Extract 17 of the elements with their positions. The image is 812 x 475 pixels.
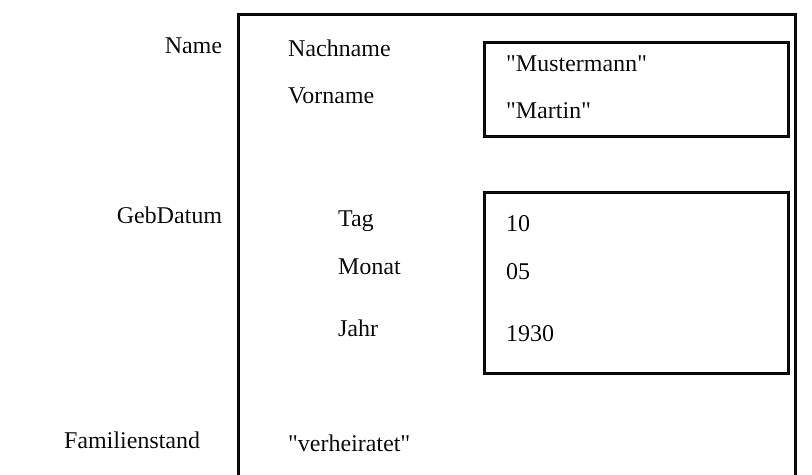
field-label: Familienstand — [64, 427, 200, 455]
record-frame — [237, 13, 797, 475]
field-name: Nachname — [288, 35, 391, 63]
field-name: Jahr — [338, 315, 378, 343]
field-label: GebDatum — [116, 202, 222, 230]
field-name: Monat — [338, 253, 401, 281]
field-value: "Martin" — [506, 97, 591, 125]
value-box — [483, 41, 790, 138]
field-name: "verheiratet" — [288, 430, 410, 458]
field-value: 05 — [506, 258, 530, 286]
field-value: "Mustermann" — [506, 50, 647, 78]
value-box — [483, 191, 790, 375]
field-value: 1930 — [506, 320, 554, 348]
field-value: 10 — [506, 210, 530, 238]
field-label: Name — [164, 32, 222, 60]
field-name: Tag — [338, 205, 374, 233]
field-name: Vorname — [288, 82, 374, 110]
